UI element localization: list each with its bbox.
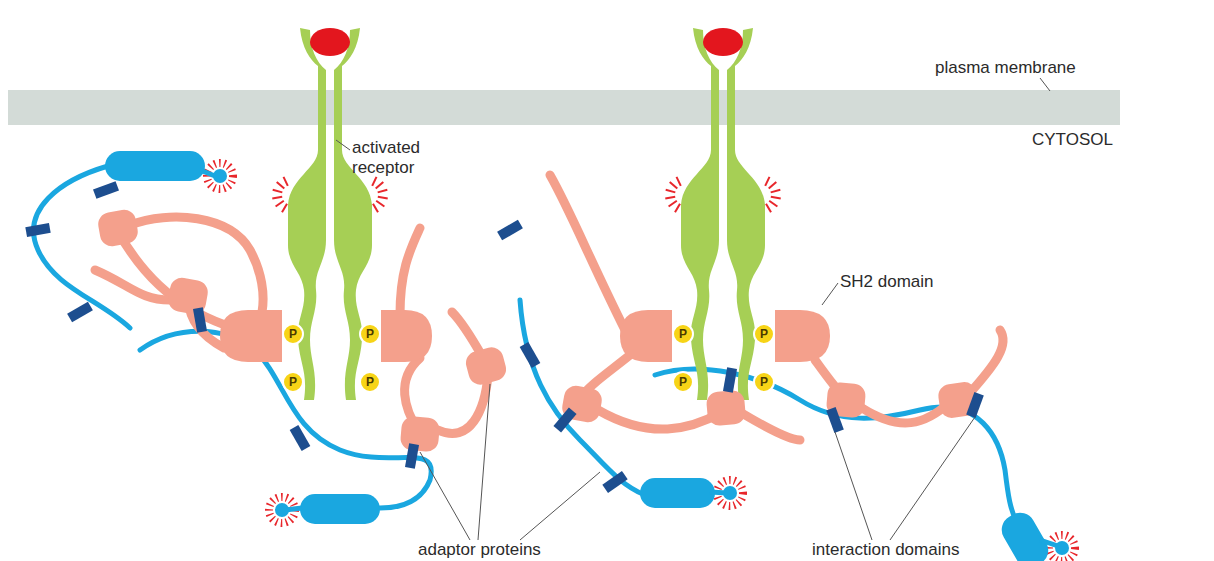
activated-receptor xyxy=(272,28,387,400)
phosphate-circle: P xyxy=(753,371,775,393)
phosphate-circle: P xyxy=(359,323,381,345)
phosphate-circle: P xyxy=(672,371,694,393)
phosphate-label: P xyxy=(289,376,297,388)
leader-line xyxy=(1040,78,1050,91)
adaptor-protein-chains xyxy=(95,175,1003,440)
phosphate-circle: P xyxy=(282,323,304,345)
phosphate-label: P xyxy=(679,376,687,388)
signaling-protein-bodies xyxy=(105,151,1069,561)
phosphate-circle: P xyxy=(359,371,381,393)
phosphate-circle: P xyxy=(672,323,694,345)
phosphate-label: P xyxy=(366,328,374,340)
text-label: adaptor proteins xyxy=(418,540,588,560)
phosphate-label: P xyxy=(760,328,768,340)
text-label: activated receptor xyxy=(352,138,442,178)
text-label: plasma membrane xyxy=(935,58,1095,78)
text-label: CYTOSOL xyxy=(1032,130,1132,150)
phosphate-label: P xyxy=(760,376,768,388)
text-label: interaction domains xyxy=(812,540,1002,560)
activated-receptor xyxy=(665,28,780,400)
text-label: SH2 domain xyxy=(840,272,970,292)
leader-lines xyxy=(336,140,975,540)
phosphate-circle: P xyxy=(753,323,775,345)
signaling-protein-chains xyxy=(34,166,1018,525)
phosphate-label: P xyxy=(679,328,687,340)
adaptor-protein-domains xyxy=(96,208,979,453)
phosphate-label: P xyxy=(366,376,374,388)
phosphate-circle: P xyxy=(282,371,304,393)
phosphate-label: P xyxy=(289,328,297,340)
plasma-membrane-band xyxy=(8,90,1120,125)
